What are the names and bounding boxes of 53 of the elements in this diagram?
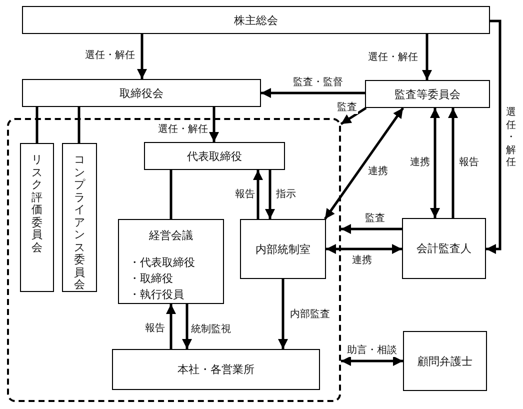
meeting-box	[118, 219, 224, 304]
arrow	[486, 20, 502, 254]
organization-box: 株主総会	[22, 6, 490, 34]
edge-label: 内部監査	[289, 309, 331, 321]
edge-label: 報告	[144, 323, 166, 335]
edge-label: 監査・監督	[292, 77, 344, 89]
edge-label: 監査	[364, 213, 386, 225]
arrow	[422, 34, 432, 80]
arrow	[341, 356, 403, 366]
edge-label: 連携	[351, 255, 373, 267]
organization-box: 代表取締役	[144, 142, 285, 170]
edge-label: 報告	[234, 189, 256, 201]
committee-box: リスク評価委員会	[20, 143, 54, 292]
edge-label: 選任・解任	[84, 50, 136, 62]
committee-box: コンプライアンス委員会	[62, 143, 97, 292]
edge-label: 統制監視	[190, 324, 232, 336]
arrow	[261, 88, 365, 98]
edge-label: 連携	[409, 157, 431, 169]
edge-label: 連携	[367, 166, 389, 178]
box-heading: 経営会議	[149, 228, 193, 243]
edge-label: 指示	[275, 189, 297, 201]
organization-box: 顧問弁護士	[403, 331, 487, 391]
dashed-group-frame	[7, 118, 341, 402]
arrow	[430, 108, 440, 218]
arrow	[341, 224, 402, 234]
arrow	[265, 170, 275, 219]
connector-line	[36, 107, 38, 143]
organization-box: 監査等委員会	[365, 80, 490, 108]
edge-label: 助言・相談	[346, 345, 398, 357]
organization-box: 本社・各営業所	[112, 349, 320, 390]
arrow	[166, 304, 176, 349]
arrow	[253, 170, 263, 219]
arrow	[326, 244, 402, 254]
bullet-item: ・取締役	[129, 271, 173, 287]
edge-label: 監査	[336, 102, 358, 114]
edge-label: 報告	[458, 157, 480, 169]
organization-box: 内部統制室	[240, 219, 326, 279]
arrow	[324, 107, 404, 220]
organization-box: 取締役会	[22, 79, 261, 107]
bullet-item: ・執行役員	[129, 287, 184, 303]
arrow	[209, 107, 219, 142]
edge-label: 選任・解任	[157, 124, 209, 136]
arrow	[182, 304, 192, 349]
arrow	[340, 106, 367, 126]
arrow	[137, 34, 147, 79]
edge-label: 選任・解任	[505, 106, 517, 170]
edge-label: 選任・解任	[367, 52, 419, 64]
connector-line	[78, 107, 80, 143]
arrow	[448, 108, 458, 218]
arrow	[278, 279, 288, 349]
connector-line	[170, 170, 172, 219]
bullet-item: ・代表取締役	[129, 255, 195, 271]
organization-box: 会計監査人	[402, 218, 486, 279]
